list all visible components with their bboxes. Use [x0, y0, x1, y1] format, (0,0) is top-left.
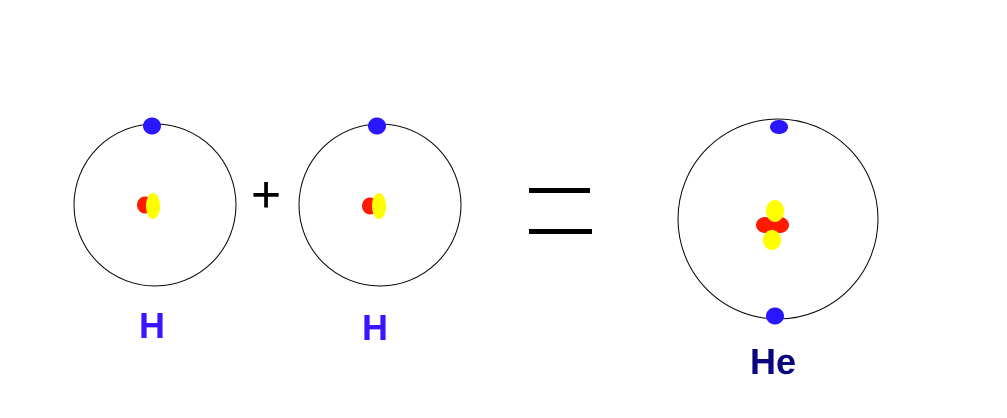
equals-bar-bottom	[529, 229, 592, 234]
hydrogen-atom-1: H	[73, 117, 237, 346]
equals-sign	[529, 188, 592, 234]
neutron	[146, 193, 160, 219]
neutron	[372, 193, 386, 219]
electron	[368, 117, 386, 135]
electron	[766, 307, 784, 325]
electron	[770, 120, 788, 134]
electron	[143, 117, 161, 135]
atom-label: He	[750, 341, 796, 382]
proton	[756, 217, 774, 233]
equals-bar-top	[529, 188, 590, 193]
neutron	[763, 230, 781, 250]
plus-sign: +	[251, 166, 281, 224]
hydrogen-atom-2: H	[298, 117, 462, 348]
atom-label: H	[362, 307, 388, 348]
atom-label: H	[139, 305, 165, 346]
neutron	[766, 200, 784, 222]
helium-atom: He	[677, 118, 879, 382]
